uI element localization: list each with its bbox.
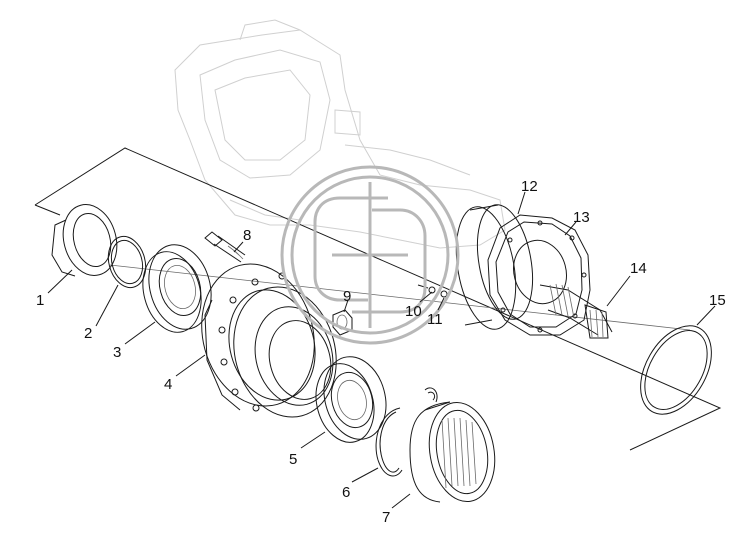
callout-12: 12 <box>521 178 538 195</box>
callout-3: 3 <box>113 344 121 361</box>
callout-5: 5 <box>289 451 297 468</box>
callout-15: 15 <box>709 292 726 309</box>
callout-11: 11 <box>427 311 443 328</box>
part-13-carrier <box>487 214 591 336</box>
callout-4: 4 <box>164 376 172 393</box>
callout-labels: 1 2 3 4 5 6 7 8 9 10 11 12 13 14 15 <box>36 178 726 526</box>
callout-6: 6 <box>342 484 350 501</box>
callout-7: 7 <box>382 509 390 526</box>
assembly-guide-lines <box>34 147 722 451</box>
part-2-o-ring <box>107 235 147 289</box>
part-3-bearing <box>142 244 212 333</box>
callout-8: 8 <box>243 227 251 244</box>
callout-2: 2 <box>84 325 92 342</box>
part-1-seal <box>51 204 118 277</box>
callout-1: 1 <box>36 292 44 309</box>
watermark-logo <box>280 165 460 345</box>
callout-14: 14 <box>630 260 647 277</box>
leader-lines <box>47 191 716 509</box>
callout-10: 10 <box>405 303 422 320</box>
part-15-o-ring <box>640 325 712 415</box>
callout-9: 9 <box>343 288 351 305</box>
ghost-axle-housing <box>174 19 506 249</box>
callout-13: 13 <box>573 209 590 226</box>
part-12-plate <box>455 204 534 330</box>
part-14-half-shaft <box>513 239 613 339</box>
part-5-bearing <box>315 356 387 443</box>
part-4-wheel-hub <box>201 263 337 418</box>
part-6-snap-ring <box>375 387 438 477</box>
part-7-ring-gear <box>409 401 496 503</box>
